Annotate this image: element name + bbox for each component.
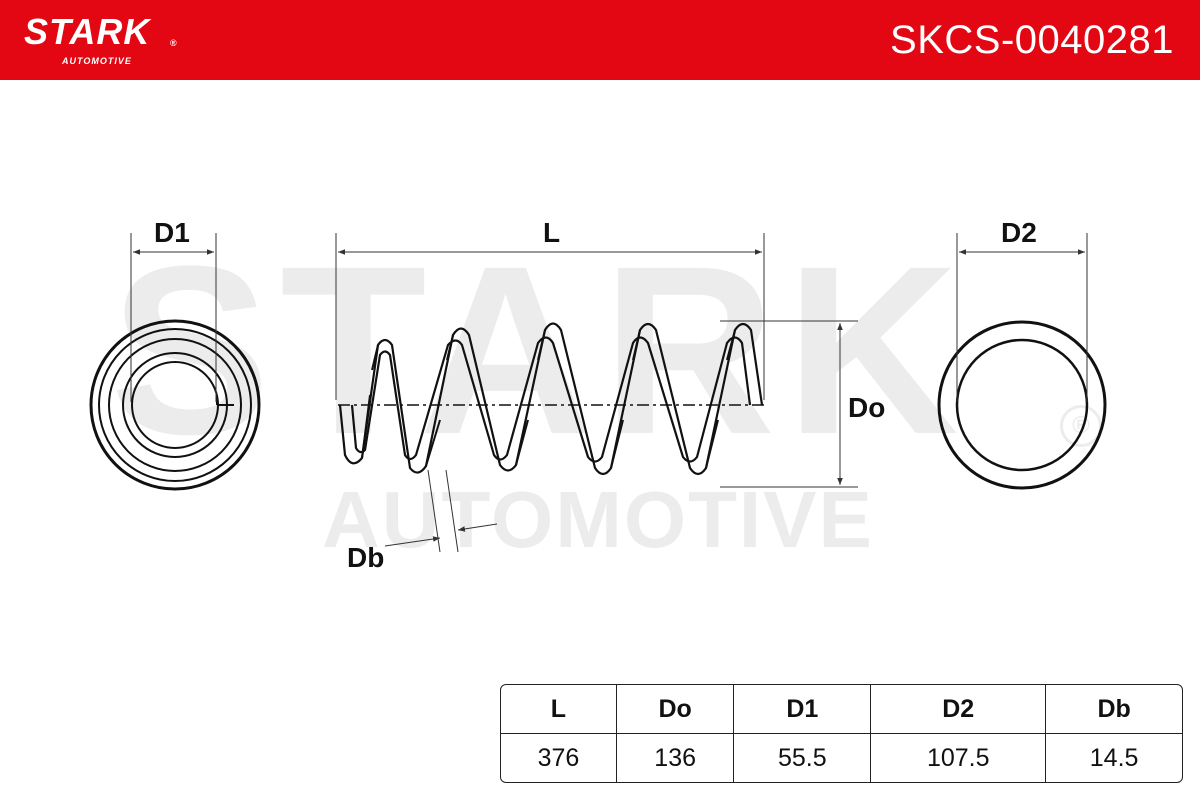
spec-table: L Do D1 D2 Db 376 136 55.5 107.5 14.5: [500, 684, 1183, 783]
brand-logo-subtext: AUTOMOTIVE: [62, 56, 132, 66]
spec-table-header-row: L Do D1 D2 Db: [501, 685, 1182, 734]
spec-table-value-row: 376 136 55.5 107.5 14.5: [501, 734, 1182, 782]
spec-value-d2: 107.5: [870, 734, 1045, 782]
spec-value-db: 14.5: [1045, 734, 1182, 782]
spec-header-db: Db: [1045, 685, 1182, 734]
dimension-do: [720, 320, 858, 488]
label-d2: D2: [1001, 217, 1037, 248]
logo-registered-mark: ®: [170, 38, 177, 48]
spec-header-d1: D1: [733, 685, 871, 734]
label-l: L: [543, 217, 561, 248]
spec-header-d2: D2: [870, 685, 1046, 734]
spec-header-l: L: [501, 685, 616, 734]
spring-side-view: [338, 322, 764, 476]
dimension-d2: [956, 233, 1088, 402]
spec-header-do: Do: [615, 685, 734, 734]
dimension-db: [384, 469, 498, 553]
header-bar: STARK ® AUTOMOTIVE SKCS-0040281: [0, 0, 1200, 80]
part-number: SKCS-0040281: [890, 18, 1174, 62]
spec-value-do: 136: [615, 734, 734, 782]
brand-logo: STARK: [24, 11, 151, 52]
spring-end-view-small: [89, 319, 261, 491]
watermark-brand: STARK: [110, 216, 969, 484]
dimension-d1: [130, 233, 217, 402]
spring-end-view-large: [937, 320, 1107, 490]
label-do: Do: [848, 392, 886, 423]
spec-value-d1: 55.5: [733, 734, 870, 782]
dimension-l: [335, 233, 765, 400]
watermark-subtext: AUTOMOTIVE: [322, 475, 874, 564]
label-db: Db: [347, 542, 385, 573]
spec-value-l: 376: [537, 743, 580, 772]
label-d1: D1: [154, 217, 190, 248]
